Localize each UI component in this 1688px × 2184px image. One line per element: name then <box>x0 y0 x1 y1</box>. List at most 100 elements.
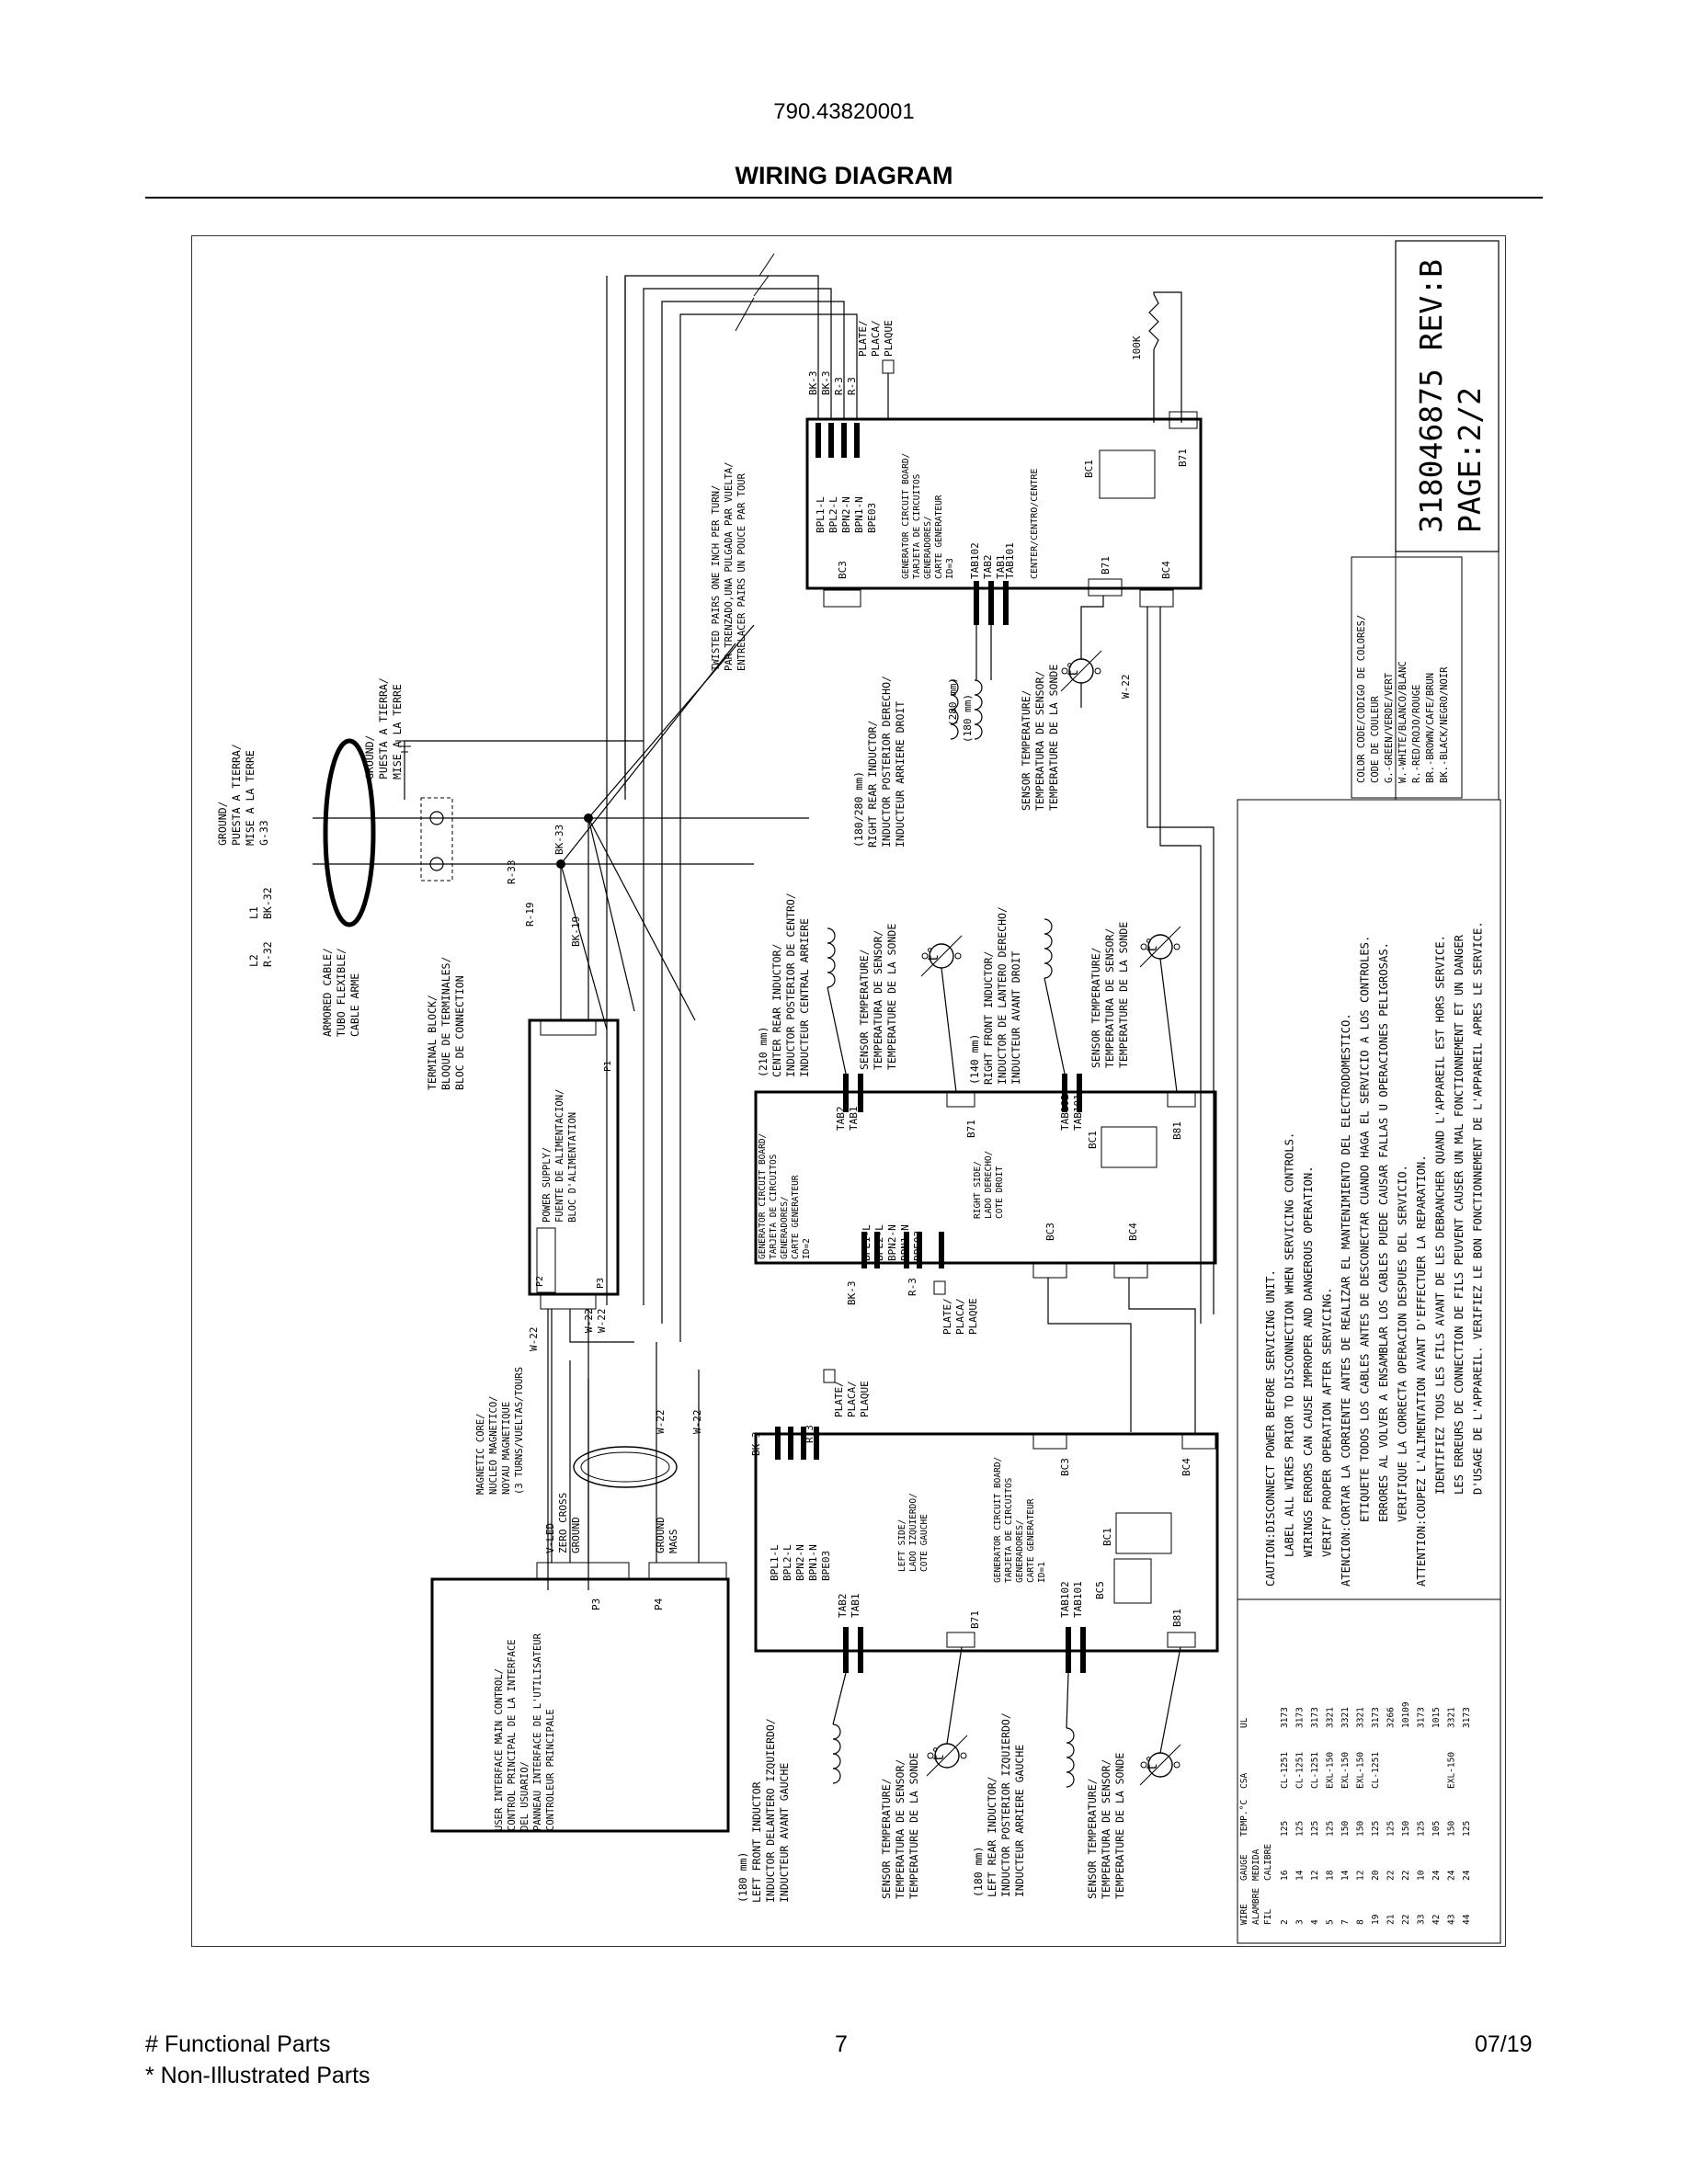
sensor-thermistor-center <box>929 943 954 969</box>
board3-title-line: TARJETA DE CIRCUITOS <box>912 473 922 579</box>
coil-size-180: (180 mm) <box>962 694 974 743</box>
wire-table-cell: 19 <box>1371 1914 1381 1925</box>
ui-control-pin-line: GROUND <box>570 1517 582 1553</box>
caution-line: LABEL ALL WIRES PRIOR TO DISCONNECTION W… <box>1283 1132 1296 1557</box>
board2-pin-label-line: BPE03 <box>912 1231 924 1261</box>
board1-connector-b81 <box>1167 1632 1196 1648</box>
color-code-box <box>1351 556 1463 799</box>
wire-tag-r19: R-19 <box>524 903 536 927</box>
sensor-label-top-line: TEMPERATURA DE SENSOR/ <box>1033 671 1046 811</box>
wire-w22 <box>1159 607 1202 1324</box>
sensor-label-right-line: SENSOR TEMPERATURE/ <box>1089 947 1102 1068</box>
wire-tag-w22-ps: W-22 <box>596 1309 608 1334</box>
color-code-line: BK.-BLACK/NEGRO/NOIR <box>1439 666 1450 783</box>
sensor-thermistor-top-symbol: t° <box>1065 661 1081 677</box>
board3-connector-b71 <box>1088 578 1123 597</box>
magnetic-core-inner <box>580 1451 670 1483</box>
wire-tag-w22-ps: W-22 <box>528 1327 540 1352</box>
inductor-right-front-label-line: INDUCTOR DE LANTERO DERECHO/ <box>996 906 1009 1085</box>
wire-table-cell: EXL-150 <box>1356 1752 1366 1789</box>
board2-tab-line: TAB2 <box>835 1107 847 1132</box>
board1-title-line: ID=1 <box>1037 1562 1047 1583</box>
board3-tab: TAB101 <box>1004 542 1016 579</box>
wire-table-cell: 10 <box>1417 1870 1427 1881</box>
wire-table-cell: 22 <box>1386 1871 1397 1881</box>
inductor-right-front-label-line: (140 mm) <box>968 1034 981 1085</box>
armored-cable-sleeve <box>323 738 376 927</box>
board1-pin-label-line: BPN1-N <box>807 1544 819 1581</box>
board2-side-label-line: LADO DERECHO/ <box>984 1151 994 1219</box>
wire-table-header: ALAMBRE <box>1251 1888 1261 1925</box>
board3-side-label: CENTER/CENTRO/CENTRE <box>1030 469 1040 579</box>
power-supply-connector-p2 <box>536 1227 556 1293</box>
l2-label-line: R-32 <box>261 941 274 967</box>
wire-table-cell: 125 <box>1280 1821 1290 1837</box>
sensor-thermistor-left-front-lead <box>927 1752 934 1759</box>
wire-table-cell: 3321 <box>1447 1707 1457 1728</box>
ground-1-label-line: MISE A LA TERRE <box>244 750 257 846</box>
wire-table-cell: 125 <box>1462 1821 1472 1837</box>
sensor-label-left-front-line: TEMPERATURA DE SENSOR/ <box>894 1759 907 1899</box>
power-supply-p1: P1 <box>603 1061 613 1072</box>
wire-table-cell: 3266 <box>1386 1707 1397 1728</box>
twist-symbol <box>753 253 775 297</box>
board2-connector-bc1 <box>1101 1126 1158 1168</box>
board2-conn-bc3: BC3 <box>1044 1223 1056 1241</box>
wire-table-cell: EXL-150 <box>1340 1752 1351 1789</box>
plate-terminal-center <box>933 1280 946 1295</box>
power-supply-label-line: FUENTE DE ALIMENTACION/ <box>554 1089 565 1223</box>
ui-control-connector-p3 <box>536 1562 630 1580</box>
junction-bk <box>584 813 593 823</box>
wire-tag-w22-core: W-22 <box>655 1410 667 1435</box>
sensor-label-center-line: SENSOR TEMPERATURE/ <box>858 949 871 1070</box>
wire-tag-bk19: BK-19 <box>570 916 582 947</box>
inductor-right-front-coil <box>1044 918 1053 979</box>
wire-table-cell: 42 <box>1431 1915 1442 1925</box>
plate-label-center-line: PLACA/ <box>954 1298 966 1335</box>
wire-tag-w22-ps: W-22 <box>583 1309 595 1334</box>
wire-table-cell: 125 <box>1295 1821 1306 1837</box>
wire-table-cell: 3321 <box>1340 1707 1351 1728</box>
wire-table-cell: 7 <box>1340 1919 1351 1925</box>
board2-conn-b81: B81 <box>1171 1121 1183 1140</box>
wire-table-header: TEMP.°C <box>1239 1800 1249 1837</box>
ui-control-pin-line: MAGS <box>667 1530 679 1554</box>
wire-table-header: MEDIDA <box>1251 1848 1261 1881</box>
board3-connector-bc4 <box>1139 589 1174 608</box>
wire-w22 <box>1146 607 1215 1314</box>
wire-tag-w22-top: W-22 <box>1120 675 1132 700</box>
board2-title-line: TARJETA DE CIRCUITOS <box>769 1154 779 1259</box>
board1-pin-label-line: BPE03 <box>820 1551 832 1581</box>
page-of-pages: PAGE:2/2 <box>1452 387 1488 533</box>
ground-2-label-line: PUESTA A TIERRA/ <box>377 677 390 779</box>
sensor-thermistor-left-front-lead <box>960 1752 967 1759</box>
caution-line: WIRINGS ERRORS CAN CAUSE IMPROPER AND DA… <box>1302 1166 1315 1557</box>
inductor-center-rear-label-line: (210 mm) <box>757 1027 770 1077</box>
ui-control-connector-p4 <box>648 1562 727 1580</box>
wire <box>560 863 608 1030</box>
board3-wire-tag-line: R-3 <box>833 377 845 395</box>
wire-table-header: CSA <box>1239 1773 1249 1789</box>
wire-table-cell: 10109 <box>1401 1701 1411 1728</box>
caution-line: ETIQUETE TODOS LOS CABLES ANTES DE DESCO… <box>1359 936 1372 1522</box>
board1-pin-label-line: BPL2-L <box>781 1544 793 1581</box>
sensor-thermistor-left-front-slash <box>926 1735 968 1777</box>
inductor-right-rear-label-line: INDUCTOR POSTERIOR DERECHO/ <box>880 676 893 847</box>
power-supply-label-line: BLOC D'ALIMENTATION <box>567 1112 578 1223</box>
board3-conn-b71: B71 <box>1100 556 1112 574</box>
power-supply-connector-p1 <box>540 1019 597 1036</box>
board3-title-line: GENERATOR CIRCUIT BOARD/ <box>901 453 911 579</box>
plate-label-top-line: PLATE/ <box>857 320 869 357</box>
wire-table-cell: 44 <box>1462 1914 1472 1925</box>
board3-pin-label-line: BPL1-L <box>815 496 827 533</box>
ui-control-label-line: USER INTERFACE MAIN CONTROL/ <box>494 1668 505 1831</box>
wire-lines <box>313 275 1215 1754</box>
wire-table-cell: 5 <box>1326 1919 1336 1925</box>
components <box>323 240 1501 1944</box>
inductor-right-rear-label-line: INDUCTEUR ARRIERE DROIT <box>894 701 907 847</box>
sensor-thermistor-left-rear-lead <box>1140 1761 1147 1769</box>
plate-label-center-line: PLATE/ <box>941 1298 953 1335</box>
board1-title-line: GENERATOR CIRCUIT BOARD/ <box>993 1457 1003 1583</box>
board3-tab-line: TAB102 <box>969 542 981 579</box>
wire-bk33 <box>587 624 755 819</box>
